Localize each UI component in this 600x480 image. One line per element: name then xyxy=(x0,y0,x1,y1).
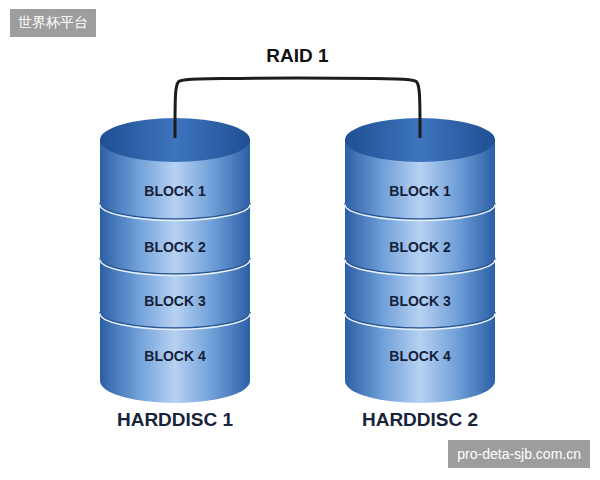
band-highlight xyxy=(100,205,250,221)
disk-name: HARDDISC 1 xyxy=(70,409,280,431)
data-block: BLOCK 4 xyxy=(100,328,250,383)
band-highlight xyxy=(100,260,250,276)
data-block: BLOCK 1 xyxy=(345,163,495,219)
mirror-link xyxy=(175,78,420,138)
raid-label: RAID 1 xyxy=(266,45,328,67)
watermark: 世界杯平台 xyxy=(10,9,96,37)
block-label: BLOCK 1 xyxy=(100,183,250,199)
cylinder-top xyxy=(345,118,495,162)
data-block: BLOCK 3 xyxy=(100,274,250,328)
band-highlight xyxy=(345,205,495,221)
cylinder-shape xyxy=(345,118,495,408)
hard-disk: HARDDISC 2BLOCK 1BLOCK 2BLOCK 3BLOCK 4 xyxy=(345,118,495,438)
block-label: BLOCK 4 xyxy=(100,348,250,364)
cylinder-body xyxy=(345,140,495,403)
block-label: BLOCK 3 xyxy=(345,293,495,309)
block-label: BLOCK 4 xyxy=(345,348,495,364)
cylinder-shape xyxy=(100,118,250,408)
band-highlight xyxy=(345,260,495,276)
watermark: pro-deta-sjb.com.cn xyxy=(448,440,590,468)
block-label: BLOCK 2 xyxy=(100,239,250,255)
band-highlight xyxy=(100,314,250,330)
data-block: BLOCK 1 xyxy=(100,163,250,219)
data-block: BLOCK 4 xyxy=(345,328,495,383)
block-label: BLOCK 1 xyxy=(345,183,495,199)
block-label: BLOCK 2 xyxy=(345,239,495,255)
data-block: BLOCK 2 xyxy=(345,219,495,274)
band-highlight xyxy=(345,314,495,330)
cylinder-top xyxy=(100,118,250,162)
cylinder-body xyxy=(100,140,250,403)
data-block: BLOCK 3 xyxy=(345,274,495,328)
block-label: BLOCK 3 xyxy=(100,293,250,309)
hard-disk: HARDDISC 1BLOCK 1BLOCK 2BLOCK 3BLOCK 4 xyxy=(100,118,250,438)
data-block: BLOCK 2 xyxy=(100,219,250,274)
disk-name: HARDDISC 2 xyxy=(315,409,525,431)
